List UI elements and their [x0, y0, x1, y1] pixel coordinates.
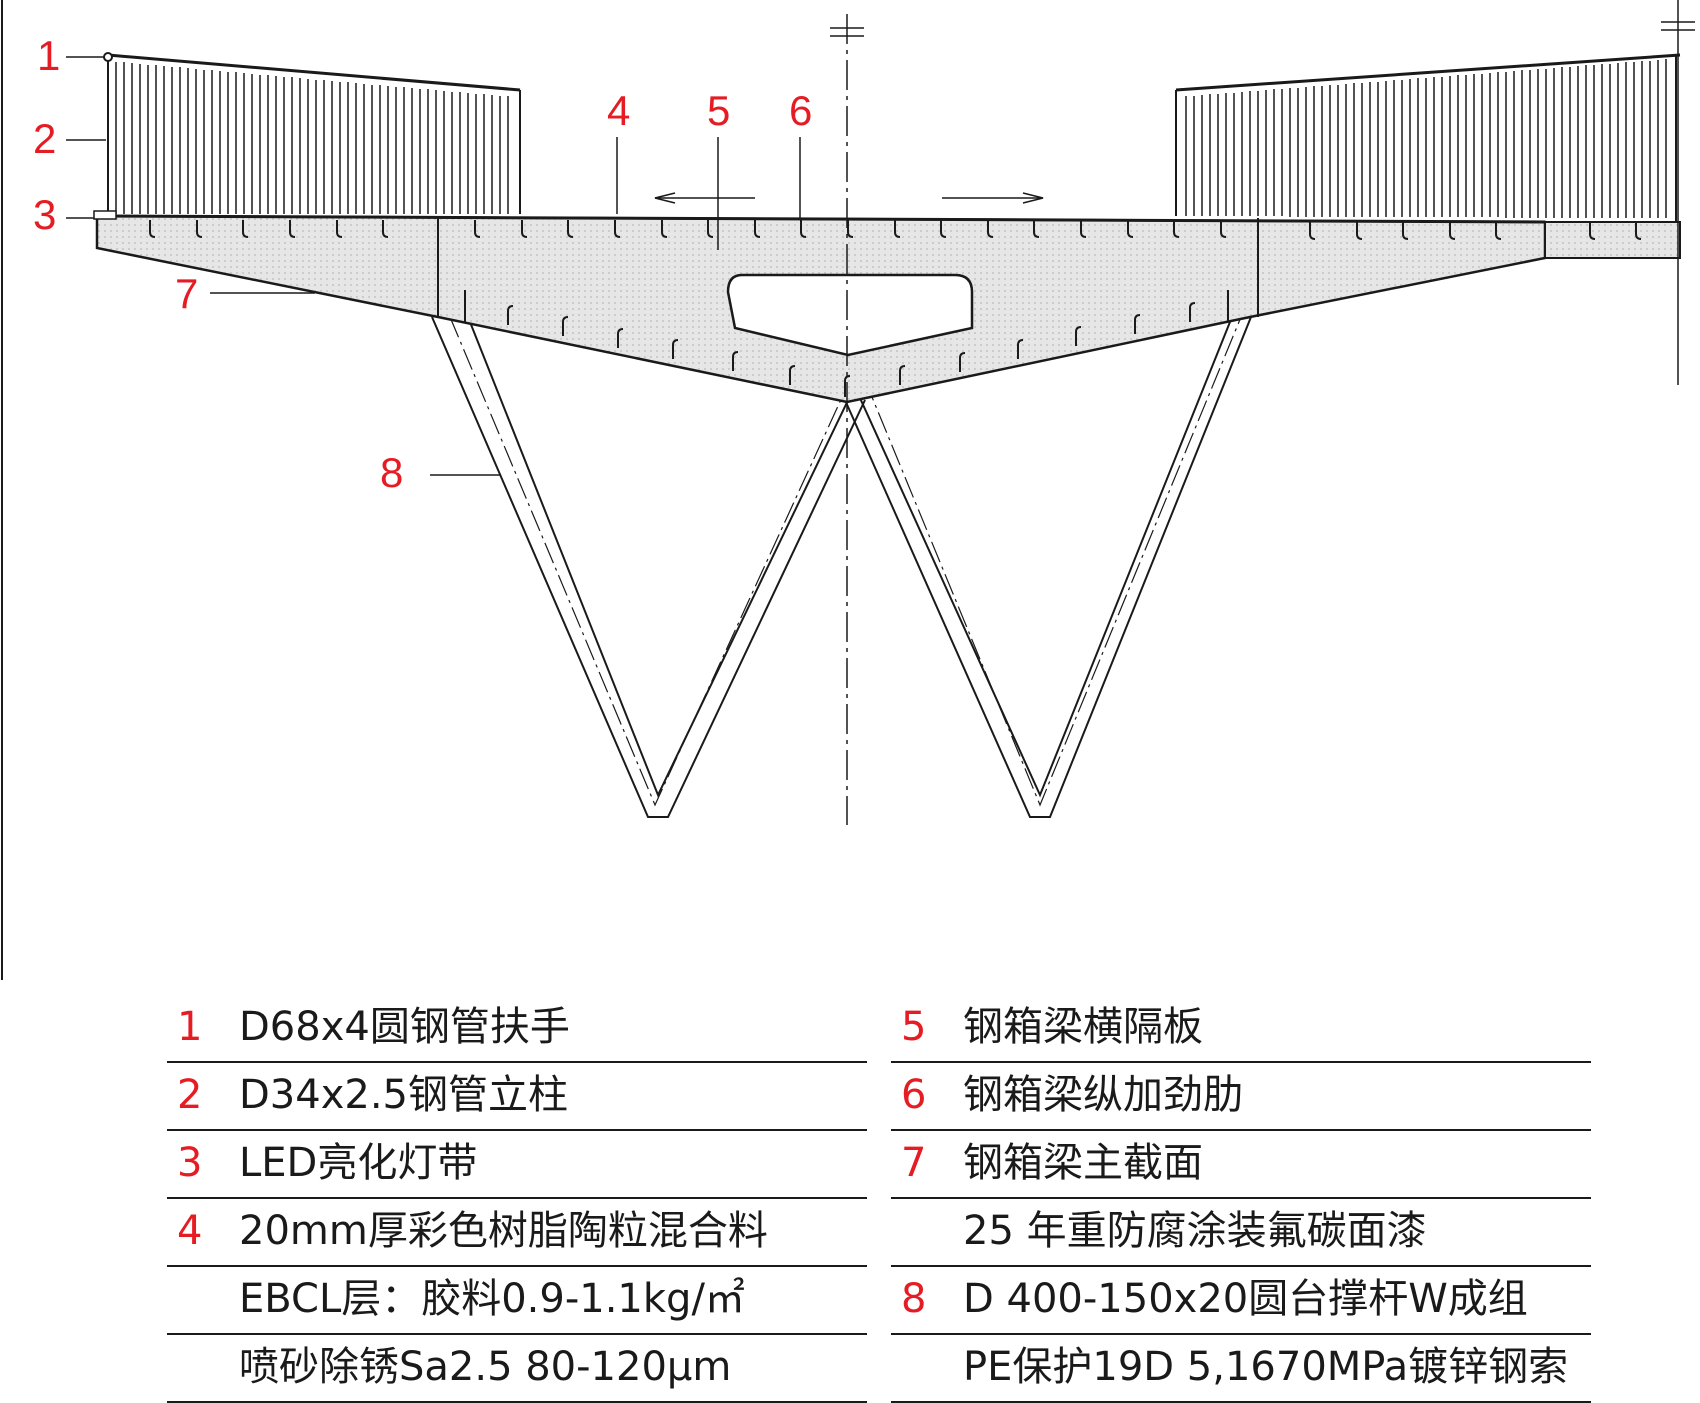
- legend-text: D34x2.5钢管立柱: [239, 1072, 568, 1118]
- legend-row: 2 D34x2.5钢管立柱: [167, 1063, 867, 1131]
- leader-lines: [66, 56, 801, 476]
- legend-text: 钢箱梁纵加劲肋: [963, 1072, 1243, 1118]
- steel-box-girder-section: [95, 214, 1681, 404]
- legend-row: 3 LED亮化灯带: [167, 1131, 867, 1199]
- bridge-cross-section-drawing: 1 2 3 4 5 6 7 8: [1, 0, 1695, 980]
- legend-text: 钢箱梁主截面: [963, 1140, 1203, 1186]
- legend-row: 5 钢箱梁横隔板: [891, 995, 1591, 1063]
- legend-text: EBCL层：胶料0.9-1.1kg/㎡: [239, 1276, 745, 1322]
- callout-4: 4: [607, 87, 630, 134]
- legend-row: EBCL层：胶料0.9-1.1kg/㎡: [167, 1267, 867, 1335]
- legend-row: PE保护19D 5,1670MPa镀锌钢索: [891, 1335, 1591, 1403]
- longitudinal-stiffeners-top: [149, 220, 1642, 240]
- callout-7: 7: [175, 270, 198, 317]
- led-light-strip: [93, 210, 117, 220]
- girder-access-opening: [726, 273, 974, 357]
- legend-text: PE保护19D 5,1670MPa镀锌钢索: [963, 1344, 1569, 1390]
- legend-row: 喷砂除锈Sa2.5 80-120μm: [167, 1335, 867, 1403]
- legend-number: 5: [901, 1004, 927, 1050]
- legend-text: 喷砂除锈Sa2.5 80-120μm: [239, 1344, 732, 1390]
- legend-number: 3: [177, 1140, 203, 1186]
- legend-number: 2: [177, 1072, 203, 1118]
- legend-row: 6 钢箱梁纵加劲肋: [891, 1063, 1591, 1131]
- left-railing: [103, 52, 521, 214]
- callout-6: 6: [789, 87, 812, 134]
- w-strut-group: [431, 316, 1252, 818]
- callout-2: 2: [33, 115, 56, 162]
- legend-row: 25 年重防腐涂装氟碳面漆: [891, 1199, 1591, 1267]
- section-break-mark: [1661, 0, 1695, 385]
- legend-number: 7: [901, 1140, 927, 1186]
- legend-row: 7 钢箱梁主截面: [891, 1131, 1591, 1199]
- center-line: [830, 14, 864, 825]
- deck-slope-arrows: [654, 192, 1044, 204]
- legend-right: 5 钢箱梁横隔板 6 钢箱梁纵加劲肋 7 钢箱梁主截面 25 年重防腐涂装氟碳面…: [891, 995, 1591, 1403]
- legend-text: D68x4圆钢管扶手: [239, 1004, 570, 1050]
- callout-5: 5: [707, 87, 730, 134]
- right-railing: [1175, 53, 1681, 222]
- legend-row: 1 D68x4圆钢管扶手: [167, 995, 867, 1063]
- legend-number: 8: [901, 1276, 927, 1322]
- legend-number: 6: [901, 1072, 927, 1118]
- legend-text: LED亮化灯带: [239, 1140, 478, 1186]
- callout-3: 3: [33, 191, 56, 238]
- legend-text: 25 年重防腐涂装氟碳面漆: [963, 1208, 1427, 1254]
- longitudinal-stiffeners-bottom: [507, 302, 1196, 397]
- callout-1: 1: [37, 32, 60, 79]
- legend-row: 4 20mm厚彩色树脂陶粒混合料: [167, 1199, 867, 1267]
- legend-left: 1 D68x4圆钢管扶手 2 D34x2.5钢管立柱 3 LED亮化灯带 4 2…: [167, 995, 867, 1403]
- legend-row: 8 D 400-150x20圆台撑杆W成组: [891, 1267, 1591, 1335]
- legend-text: 20mm厚彩色树脂陶粒混合料: [239, 1208, 768, 1254]
- legend-number: 4: [177, 1208, 203, 1254]
- legend-number: 1: [177, 1004, 203, 1050]
- legend-text: 钢箱梁横隔板: [963, 1004, 1203, 1050]
- legend-text: D 400-150x20圆台撑杆W成组: [963, 1276, 1528, 1322]
- callout-8: 8: [380, 449, 403, 496]
